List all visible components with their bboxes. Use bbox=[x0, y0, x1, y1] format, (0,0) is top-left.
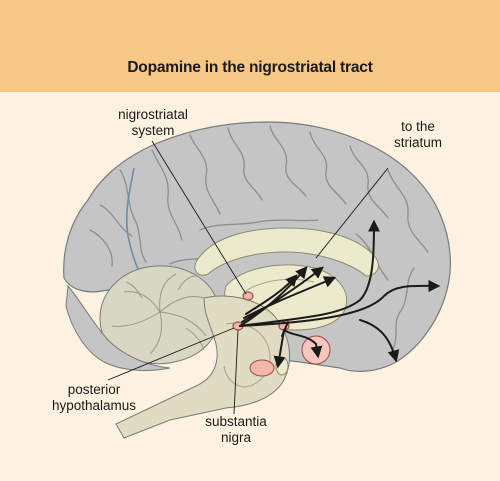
label-nigrostriatal-system: nigrostriatal system bbox=[100, 107, 206, 139]
label-posterior-hypothalamus: posterior hypothalamus bbox=[40, 382, 148, 414]
pathway-arrow bbox=[241, 266, 324, 323]
brainstem bbox=[115, 295, 290, 439]
page-title: Dopamine in the nigrostriatal tract bbox=[127, 59, 373, 76]
pathway-arrow bbox=[243, 276, 337, 319]
fornix bbox=[243, 278, 315, 293]
nigrostriatal-nucleus bbox=[242, 291, 254, 301]
nigrostriatal-pathway bbox=[239, 219, 441, 369]
cortical-sulci bbox=[89, 125, 429, 351]
label-hypothalamus-line-1: posterior bbox=[67, 382, 121, 397]
leader-nigrostriatal-system bbox=[151, 140, 247, 295]
mammillary-body bbox=[249, 359, 275, 377]
label-nigrostriatal-line-1: nigrostriatal bbox=[118, 107, 188, 122]
corpus-callosum bbox=[194, 227, 379, 277]
label-nigrostriatal-line-2: system bbox=[131, 123, 175, 138]
pathway-arrow bbox=[283, 329, 323, 359]
pathway-arrow bbox=[359, 319, 400, 363]
label-striatum-line-1: to the bbox=[401, 119, 435, 134]
leader-posterior-hypothalamus bbox=[107, 327, 235, 381]
leader-substantia-nigra bbox=[233, 329, 239, 415]
pathway-arrow bbox=[245, 274, 298, 315]
leader-to-the-striatum bbox=[315, 167, 389, 259]
label-substantia-nigra: substantia nigra bbox=[190, 414, 282, 446]
label-striatum-line-2: striatum bbox=[393, 135, 442, 150]
label-to-the-striatum: to the striatum bbox=[378, 119, 458, 151]
title-banner bbox=[0, 0, 500, 92]
label-substantia-line-1: substantia bbox=[205, 414, 267, 429]
pathway-arrow bbox=[281, 321, 289, 337]
pathway-arrow bbox=[239, 219, 380, 327]
leader-lines bbox=[107, 140, 389, 415]
pathway-arrow bbox=[239, 279, 441, 327]
label-hypothalamus-line-2: hypothalamus bbox=[51, 398, 137, 413]
occipital-lobe bbox=[65, 284, 171, 371]
cerebellum-folia bbox=[111, 273, 207, 355]
label-substantia-line-2: nigra bbox=[220, 430, 252, 445]
